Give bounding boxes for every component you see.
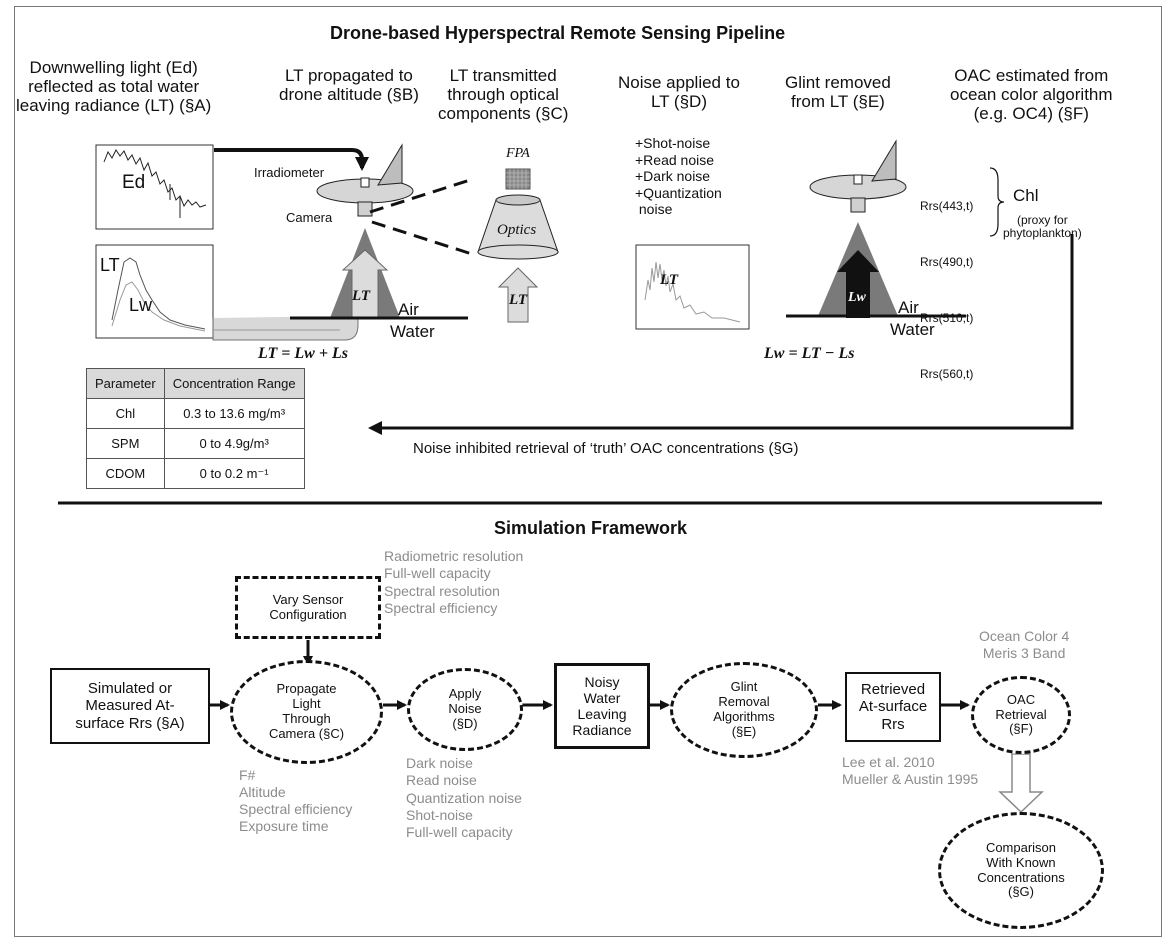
- ed-label: Ed: [122, 172, 146, 193]
- rrs-item: Rrs(490,t): [920, 254, 974, 269]
- noise-list: +Shot-noise +Read noise +Dark noise +Qua…: [635, 135, 722, 218]
- fpa-grid: [505, 168, 531, 190]
- lt-pipe: [212, 316, 359, 341]
- step-b-label: LT propagated to drone altitude (§B): [279, 66, 419, 105]
- figure-frame: [14, 6, 1162, 937]
- step-c-label: LT transmitted through optical component…: [438, 66, 569, 124]
- optics-label: Optics: [497, 222, 537, 238]
- water-label-e: Water: [890, 320, 935, 339]
- lw-arrow-label-e: Lw: [848, 290, 866, 305]
- lw-label: Lw: [129, 295, 153, 315]
- noise-params: Dark noise Read noise Quantization noise…: [406, 755, 522, 841]
- step-f-label: OAC estimated from ocean color algorithm…: [950, 66, 1113, 124]
- air-label-b: Air: [398, 300, 419, 319]
- rrs-brace: [989, 167, 1005, 237]
- rrs-item: Rrs(510,t): [920, 310, 974, 325]
- oac-params: Ocean Color 4 Meris 3 Band: [979, 628, 1070, 662]
- noisy-radiance-box: Noisy Water Leaving Radiance: [554, 663, 650, 749]
- step-e-label: Glint removed from LT (§E): [785, 73, 891, 112]
- ed-arrow: [214, 148, 369, 171]
- feedback-label: Noise inhibited retrieval of ‘truth’ OAC…: [413, 440, 799, 457]
- optics-assembly: [477, 168, 559, 323]
- simulated-rrs-box: Simulated or Measured At- surface Rrs (§…: [50, 668, 210, 744]
- rrs-item: Rrs(443,t): [920, 199, 974, 214]
- table-row: SPM 0 to 4.9g/m³: [86, 428, 305, 459]
- lt-label: LT: [100, 255, 120, 275]
- framework-title: Simulation Framework: [494, 518, 688, 538]
- comparison-ellipse: Comparison With Known Concentrations (§G…: [938, 812, 1104, 929]
- lt-arrow-label-b: LT: [352, 288, 371, 304]
- camera-label: Camera: [286, 210, 333, 225]
- drone-e: [786, 139, 966, 318]
- glint-removal-ellipse: Glint Removal Algorithms (§E): [670, 662, 818, 758]
- table-header: Concentration Range: [163, 368, 305, 399]
- table-row: CDOM 0 to 0.2 m⁻¹: [86, 458, 305, 489]
- lt-lw-spectrum-plot: [95, 244, 214, 339]
- oac-retrieval-ellipse: OAC Retrieval (§F): [971, 676, 1071, 754]
- irradiometer-label: Irradiometer: [254, 165, 325, 180]
- chl-note: (proxy for phytoplankton): [1003, 213, 1082, 241]
- rrs-list: Rrs(443,t) Rrs(490,t) Rrs(510,t) Rrs(560…: [920, 160, 973, 402]
- parameter-table: Parameter Concentration Range Chl 0.3 to…: [86, 368, 305, 489]
- propagate-ellipse: Propagate Light Through Camera (§C): [230, 660, 383, 764]
- pipeline-title: Drone-based Hyperspectral Remote Sensing…: [330, 23, 786, 43]
- table-header: Parameter: [86, 368, 165, 399]
- vary-sensor-box: Vary Sensor Configuration: [235, 576, 381, 639]
- fov-line-top: [369, 178, 471, 214]
- feedback-arrow: [368, 234, 1074, 435]
- step-a-label: Downwelling light (Ed) reflected as tota…: [16, 58, 212, 116]
- arrow-oac-comparison: [998, 753, 1044, 814]
- step-d-label: Noise applied to LT (§D): [618, 73, 740, 112]
- rrs-item: Rrs(560,t): [920, 366, 974, 381]
- equation-e: Lw = LT − Ls: [764, 345, 855, 362]
- propagate-params: F# Altitude Spectral efficiency Exposure…: [239, 767, 353, 835]
- noisy-spectrum-plot: [635, 244, 750, 330]
- drone-b: [290, 143, 468, 320]
- equation-b: LT = Lw + Ls: [258, 345, 348, 362]
- chl-label: Chl: [1013, 186, 1039, 205]
- vary-params: Radiometric resolution Full-well capacit…: [384, 548, 524, 617]
- lt-arrow-label-c: LT: [509, 292, 528, 308]
- apply-noise-ellipse: Apply Noise (§D): [407, 668, 523, 751]
- glint-params: Lee et al. 2010 Mueller & Austin 1995: [842, 754, 979, 788]
- fpa-label: FPA: [506, 146, 530, 161]
- table-row: Chl 0.3 to 13.6 mg/m³: [86, 398, 305, 429]
- retrieved-rrs-box: Retrieved At-surface Rrs: [845, 672, 941, 742]
- water-label-b: Water: [390, 322, 435, 341]
- ed-spectrum-plot: [95, 144, 214, 230]
- lt-label-d: LT: [660, 272, 679, 288]
- fov-line-bottom: [371, 220, 476, 257]
- air-label-e: Air: [898, 298, 919, 317]
